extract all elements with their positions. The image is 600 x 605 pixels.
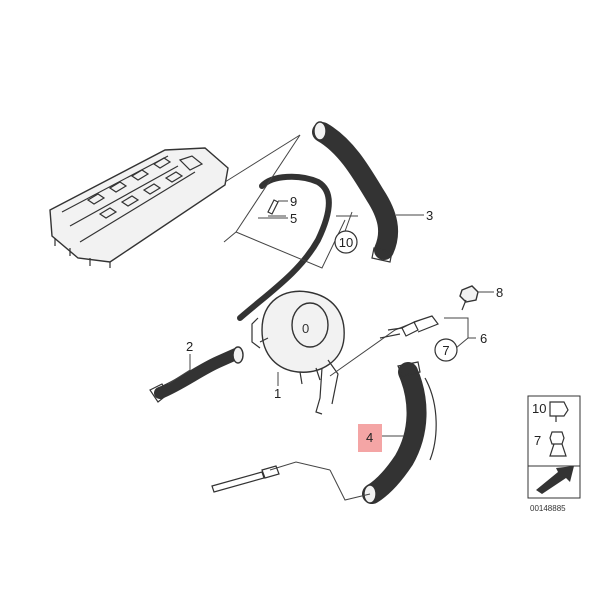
part-3-hose <box>312 121 399 263</box>
callout-4[interactable]: 4 <box>366 430 373 445</box>
part-5-screw <box>267 199 279 215</box>
clip-icon <box>549 401 569 422</box>
legend-box: 10 7 <box>527 395 581 499</box>
separator-logo: 0 <box>302 321 309 336</box>
part-1-oil-separator: 0 <box>251 290 345 415</box>
group-bracket <box>223 134 346 269</box>
diagram-part-number: 00148885 <box>530 504 566 513</box>
part-8-bolt <box>459 285 479 311</box>
callout-4-highlight <box>358 424 382 452</box>
callout-1[interactable]: 1 <box>274 386 281 401</box>
callout-3[interactable]: 3 <box>426 208 433 223</box>
leader-lines <box>167 200 494 437</box>
callout-9[interactable]: 9 <box>290 194 297 209</box>
callout-7-circle[interactable]: 7 <box>434 338 458 362</box>
legend-label-7: 7 <box>534 433 541 448</box>
grommet-icon <box>549 431 567 457</box>
callout-6[interactable]: 6 <box>480 331 487 346</box>
arrow-icon <box>536 466 574 494</box>
callout-8[interactable]: 8 <box>496 285 503 300</box>
callout-10: 10 <box>339 235 353 250</box>
legend-label-10: 10 <box>532 401 546 416</box>
valve-cover <box>49 147 229 268</box>
callout-2[interactable]: 2 <box>186 339 193 354</box>
valve-cover-leader <box>224 134 301 183</box>
callout-10-circle[interactable]: 10 <box>334 230 358 254</box>
group-line-lower-2 <box>329 469 371 501</box>
callout-7: 7 <box>442 343 449 358</box>
part-2-hose <box>149 346 244 403</box>
part-4-hose <box>362 361 437 504</box>
thin-vent-hose <box>237 173 332 321</box>
part-6-connector <box>379 315 439 339</box>
sensor-leader <box>269 461 331 471</box>
dipstick-tube <box>211 465 280 493</box>
callout-5[interactable]: 5 <box>290 211 297 226</box>
